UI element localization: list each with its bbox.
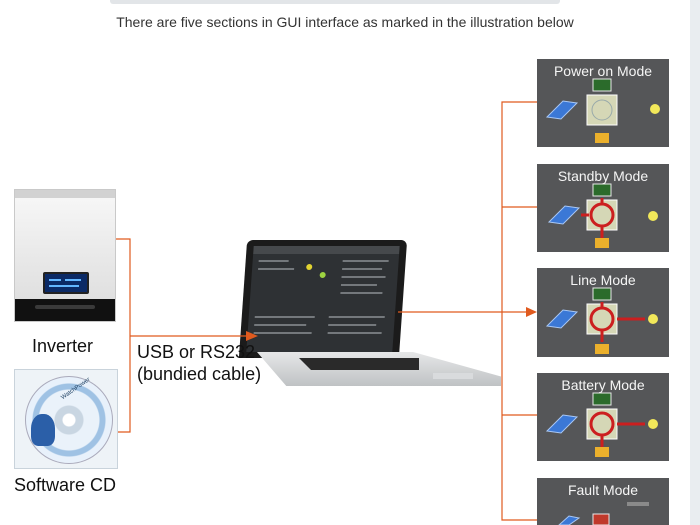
inverter-top [15, 190, 115, 198]
inverter-icon [586, 303, 618, 335]
grid-tower-icon [592, 78, 612, 92]
mode-title: Line Mode [570, 272, 636, 288]
laptop-image [238, 240, 501, 395]
mode-diagram [558, 502, 649, 525]
cable-label-line2: (bundied cable) [137, 364, 262, 384]
battery-icon [595, 238, 609, 248]
inverter-icon [586, 94, 618, 126]
software-cd-image: WatchPower [14, 369, 118, 469]
page-edge [690, 0, 700, 525]
mode-diagram [547, 183, 658, 248]
laptop-screen [246, 246, 400, 352]
battery-icon [595, 133, 609, 143]
solar-panel-icon [547, 205, 581, 225]
mode-title: Fault Mode [567, 482, 639, 498]
laptop-keyboard [299, 358, 419, 370]
mode-title: Power on Mode [553, 63, 653, 79]
mode-panel-power-on: Power on Mode [537, 59, 669, 147]
cropped-title-bar [110, 0, 560, 4]
mode-title: Standby Mode [557, 168, 649, 184]
laptop-trackpad [433, 373, 473, 379]
software-cd-label: Software CD [14, 475, 117, 495]
battery-icon [595, 447, 609, 457]
flow-arrows-icon [600, 422, 645, 447]
bulb-icon [650, 104, 660, 114]
solar-panel-icon [545, 414, 579, 434]
fault-badge-icon [627, 502, 649, 506]
inverter-icon [586, 408, 618, 440]
inverter-icon [586, 199, 618, 231]
inverter-image [14, 189, 116, 322]
grid-tower-icon [592, 392, 612, 406]
grid-tower-icon [592, 183, 612, 197]
mode-panel-battery: Battery Mode [537, 373, 669, 461]
cable-label: USB or RS232 (bundied cable) [137, 341, 261, 385]
mode-diagram [545, 392, 658, 457]
mode-diagram [545, 287, 658, 354]
mode-panel-fault: Fault Mode [537, 478, 669, 525]
mode-diagram [545, 78, 660, 143]
flow-arrows-icon [600, 302, 645, 342]
mode-title: Battery Mode [561, 377, 645, 393]
solar-panel-icon [545, 100, 579, 120]
mode-panel-standby: Standby Mode [537, 164, 669, 252]
flow-arrows-icon [581, 198, 604, 238]
subtitle: There are five sections in GUI interface… [116, 14, 574, 30]
grid-tower-icon [592, 287, 612, 301]
laptop-lid [238, 240, 408, 358]
solar-panel-icon [558, 515, 581, 525]
bulb-icon [648, 211, 658, 221]
bulb-icon [648, 419, 658, 429]
inverter-base-band [15, 299, 115, 321]
inverter-lcd [43, 272, 89, 294]
grid-tower-icon [592, 513, 610, 525]
battery-icon [595, 344, 609, 354]
inverter-label: Inverter [32, 336, 94, 356]
cable-label-line1: USB or RS232 [137, 342, 256, 362]
solar-panel-icon [545, 309, 579, 329]
mode-panel-line: Line Mode [537, 268, 669, 357]
bulb-icon [648, 314, 658, 324]
cd-logo-figure [31, 414, 55, 446]
